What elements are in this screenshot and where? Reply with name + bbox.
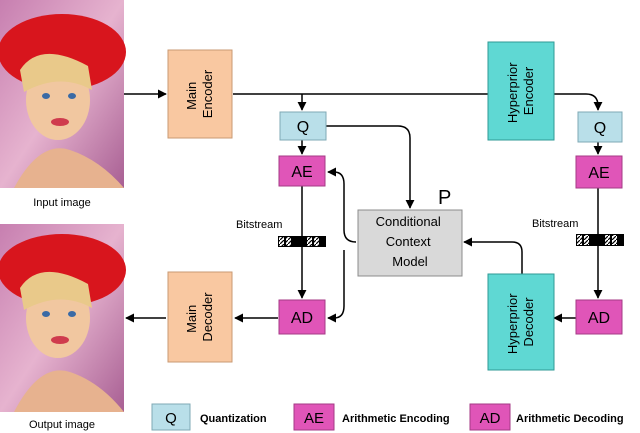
- input-image-caption: Input image: [33, 197, 90, 209]
- arithmetic-decoder-left: AD: [278, 299, 326, 335]
- main-encoder-line1: Main: [184, 82, 199, 110]
- input-image: Input image: [0, 0, 126, 209]
- svg-text:Arithmetic Decoding: Arithmetic Decoding: [516, 413, 624, 425]
- output-image-caption: Output image: [29, 419, 95, 431]
- bitstream-right-label: Bitstream: [532, 218, 578, 230]
- hyperprior-encoder-line2: Encoder: [521, 66, 536, 115]
- legend: Q Quantization AE Arithmetic Encoding AD…: [151, 403, 624, 431]
- svg-text:Q: Q: [594, 120, 606, 137]
- svg-text:Hyperprior Encoder: Hyperprior Encoder: [505, 59, 536, 123]
- context-model-line3: Model: [392, 254, 428, 269]
- svg-text:AD: AD: [291, 310, 313, 327]
- hyperprior-encoder-block: Hyperprior Encoder: [487, 41, 555, 141]
- svg-text:AE: AE: [588, 165, 609, 182]
- arithmetic-encoder-right: AE: [575, 155, 623, 189]
- main-encoder-line2: Encoder: [200, 69, 215, 118]
- main-encoder-block: Main Encoder: [167, 49, 233, 139]
- svg-text:AE: AE: [304, 410, 324, 427]
- main-decoder-line1: Main: [184, 305, 199, 333]
- svg-text:Main Decoder: Main Decoder: [184, 292, 215, 342]
- p-label: P: [438, 187, 451, 209]
- arithmetic-encoder-left: AE: [278, 155, 326, 187]
- hyperprior-decoder-line2: Decoder: [521, 297, 536, 347]
- context-model-line2: Context: [386, 234, 431, 249]
- svg-text:Q: Q: [165, 410, 177, 427]
- svg-text:Q: Q: [297, 119, 309, 136]
- bitstream-left-label: Bitstream: [236, 219, 282, 231]
- output-image: Output image: [0, 224, 126, 431]
- arithmetic-decoder-right: AD: [575, 299, 623, 335]
- svg-text:Quantization: Quantization: [200, 413, 267, 425]
- bitstream-left: Bitstream: [236, 219, 326, 247]
- svg-text:AD: AD: [588, 310, 610, 327]
- context-model-line1: Conditional: [376, 214, 441, 229]
- quantizer-left: Q: [279, 111, 327, 141]
- svg-text:AD: AD: [480, 410, 501, 427]
- svg-text:Hyperprior Decoder: Hyperprior Decoder: [505, 290, 536, 354]
- main-decoder-block: Main Decoder: [167, 271, 233, 363]
- bitstream-right: Bitstream: [532, 218, 624, 246]
- legend-arithmetic-decoding: AD Arithmetic Decoding: [469, 403, 624, 431]
- conditional-context-model: Conditional Context Model: [357, 209, 463, 277]
- svg-text:AE: AE: [291, 164, 312, 181]
- svg-text:Arithmetic Encoding: Arithmetic Encoding: [342, 413, 450, 425]
- main-decoder-line2: Decoder: [200, 292, 215, 342]
- hyperprior-decoder-block: Hyperprior Decoder: [487, 273, 555, 371]
- connectors: [124, 89, 603, 323]
- svg-text:Conditional Context: Conditional Context Model: [376, 214, 445, 269]
- legend-arithmetic-encoding: AE Arithmetic Encoding: [293, 403, 450, 431]
- hair-shape: [20, 271, 92, 310]
- hair-shape: [20, 53, 92, 92]
- svg-text:Main Encoder: Main Encoder: [184, 69, 215, 118]
- legend-quantization: Q Quantization: [151, 403, 267, 431]
- hyperprior-encoder-line1: Hyperprior: [505, 62, 520, 123]
- quantizer-right: Q: [577, 111, 623, 143]
- hyperprior-decoder-line1: Hyperprior: [505, 293, 520, 354]
